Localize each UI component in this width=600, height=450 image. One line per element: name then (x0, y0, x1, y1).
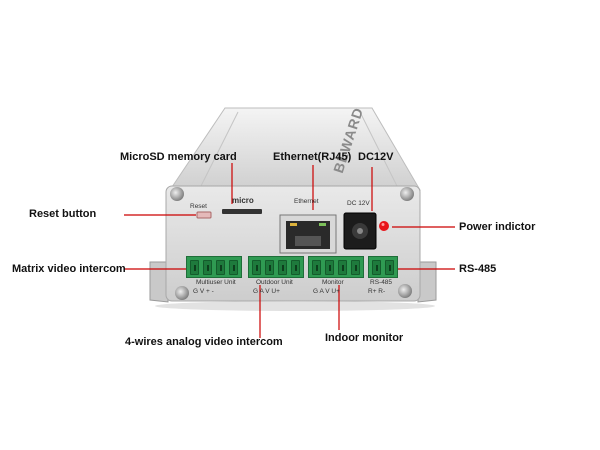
callout-ethernet: Ethernet(RJ45) (273, 151, 352, 163)
callout-4-wires-analog: 4-wires analog video intercom (125, 336, 283, 348)
microsd-slot (222, 209, 262, 214)
callout-power-indicator: Power indictor (459, 221, 536, 233)
panel-label-reset: Reset (190, 203, 207, 210)
panel-label-dc: DC 12V (347, 200, 370, 207)
panel-label-ethernet: Ethernet (294, 198, 319, 205)
terminal-multiuser (186, 256, 242, 278)
screw-bottom-right (398, 284, 412, 298)
callout-microsd: MicroSD memory card (120, 151, 237, 163)
micro-logo: micro (232, 196, 254, 205)
enclosure-top (169, 107, 421, 191)
panel-label-multiuser: Multiuser Unit (196, 279, 236, 286)
panel-label-rs485: RS-485 (370, 279, 393, 286)
terminal-rs485 (368, 256, 398, 278)
pins-monitor: G A V U+ (313, 288, 340, 295)
pins-outdoor: G A V U+ (253, 288, 280, 295)
panel-label-monitor: Monitor (322, 279, 344, 286)
callout-matrix-video-intercom: Matrix video intercom (12, 263, 126, 275)
pins-multiuser: G V + - (193, 288, 214, 295)
callout-reset-button: Reset button (29, 208, 97, 220)
panel-label-outdoor: Outdoor Unit (256, 279, 293, 286)
left-flange (149, 261, 169, 303)
pins-rs485: R+ R- (368, 288, 386, 295)
callout-dc12v: DC12V (358, 151, 394, 163)
reset-hole (196, 211, 212, 219)
terminal-outdoor (248, 256, 304, 278)
right-flange (417, 261, 437, 303)
screw-top-right (400, 187, 414, 201)
terminal-monitor (308, 256, 364, 278)
power-led (379, 221, 389, 231)
callout-rs485: RS-485 (459, 263, 497, 275)
callout-indoor-monitor: Indoor monitor (325, 332, 404, 344)
screw-bottom-left (175, 286, 189, 300)
screw-top-left (170, 187, 184, 201)
